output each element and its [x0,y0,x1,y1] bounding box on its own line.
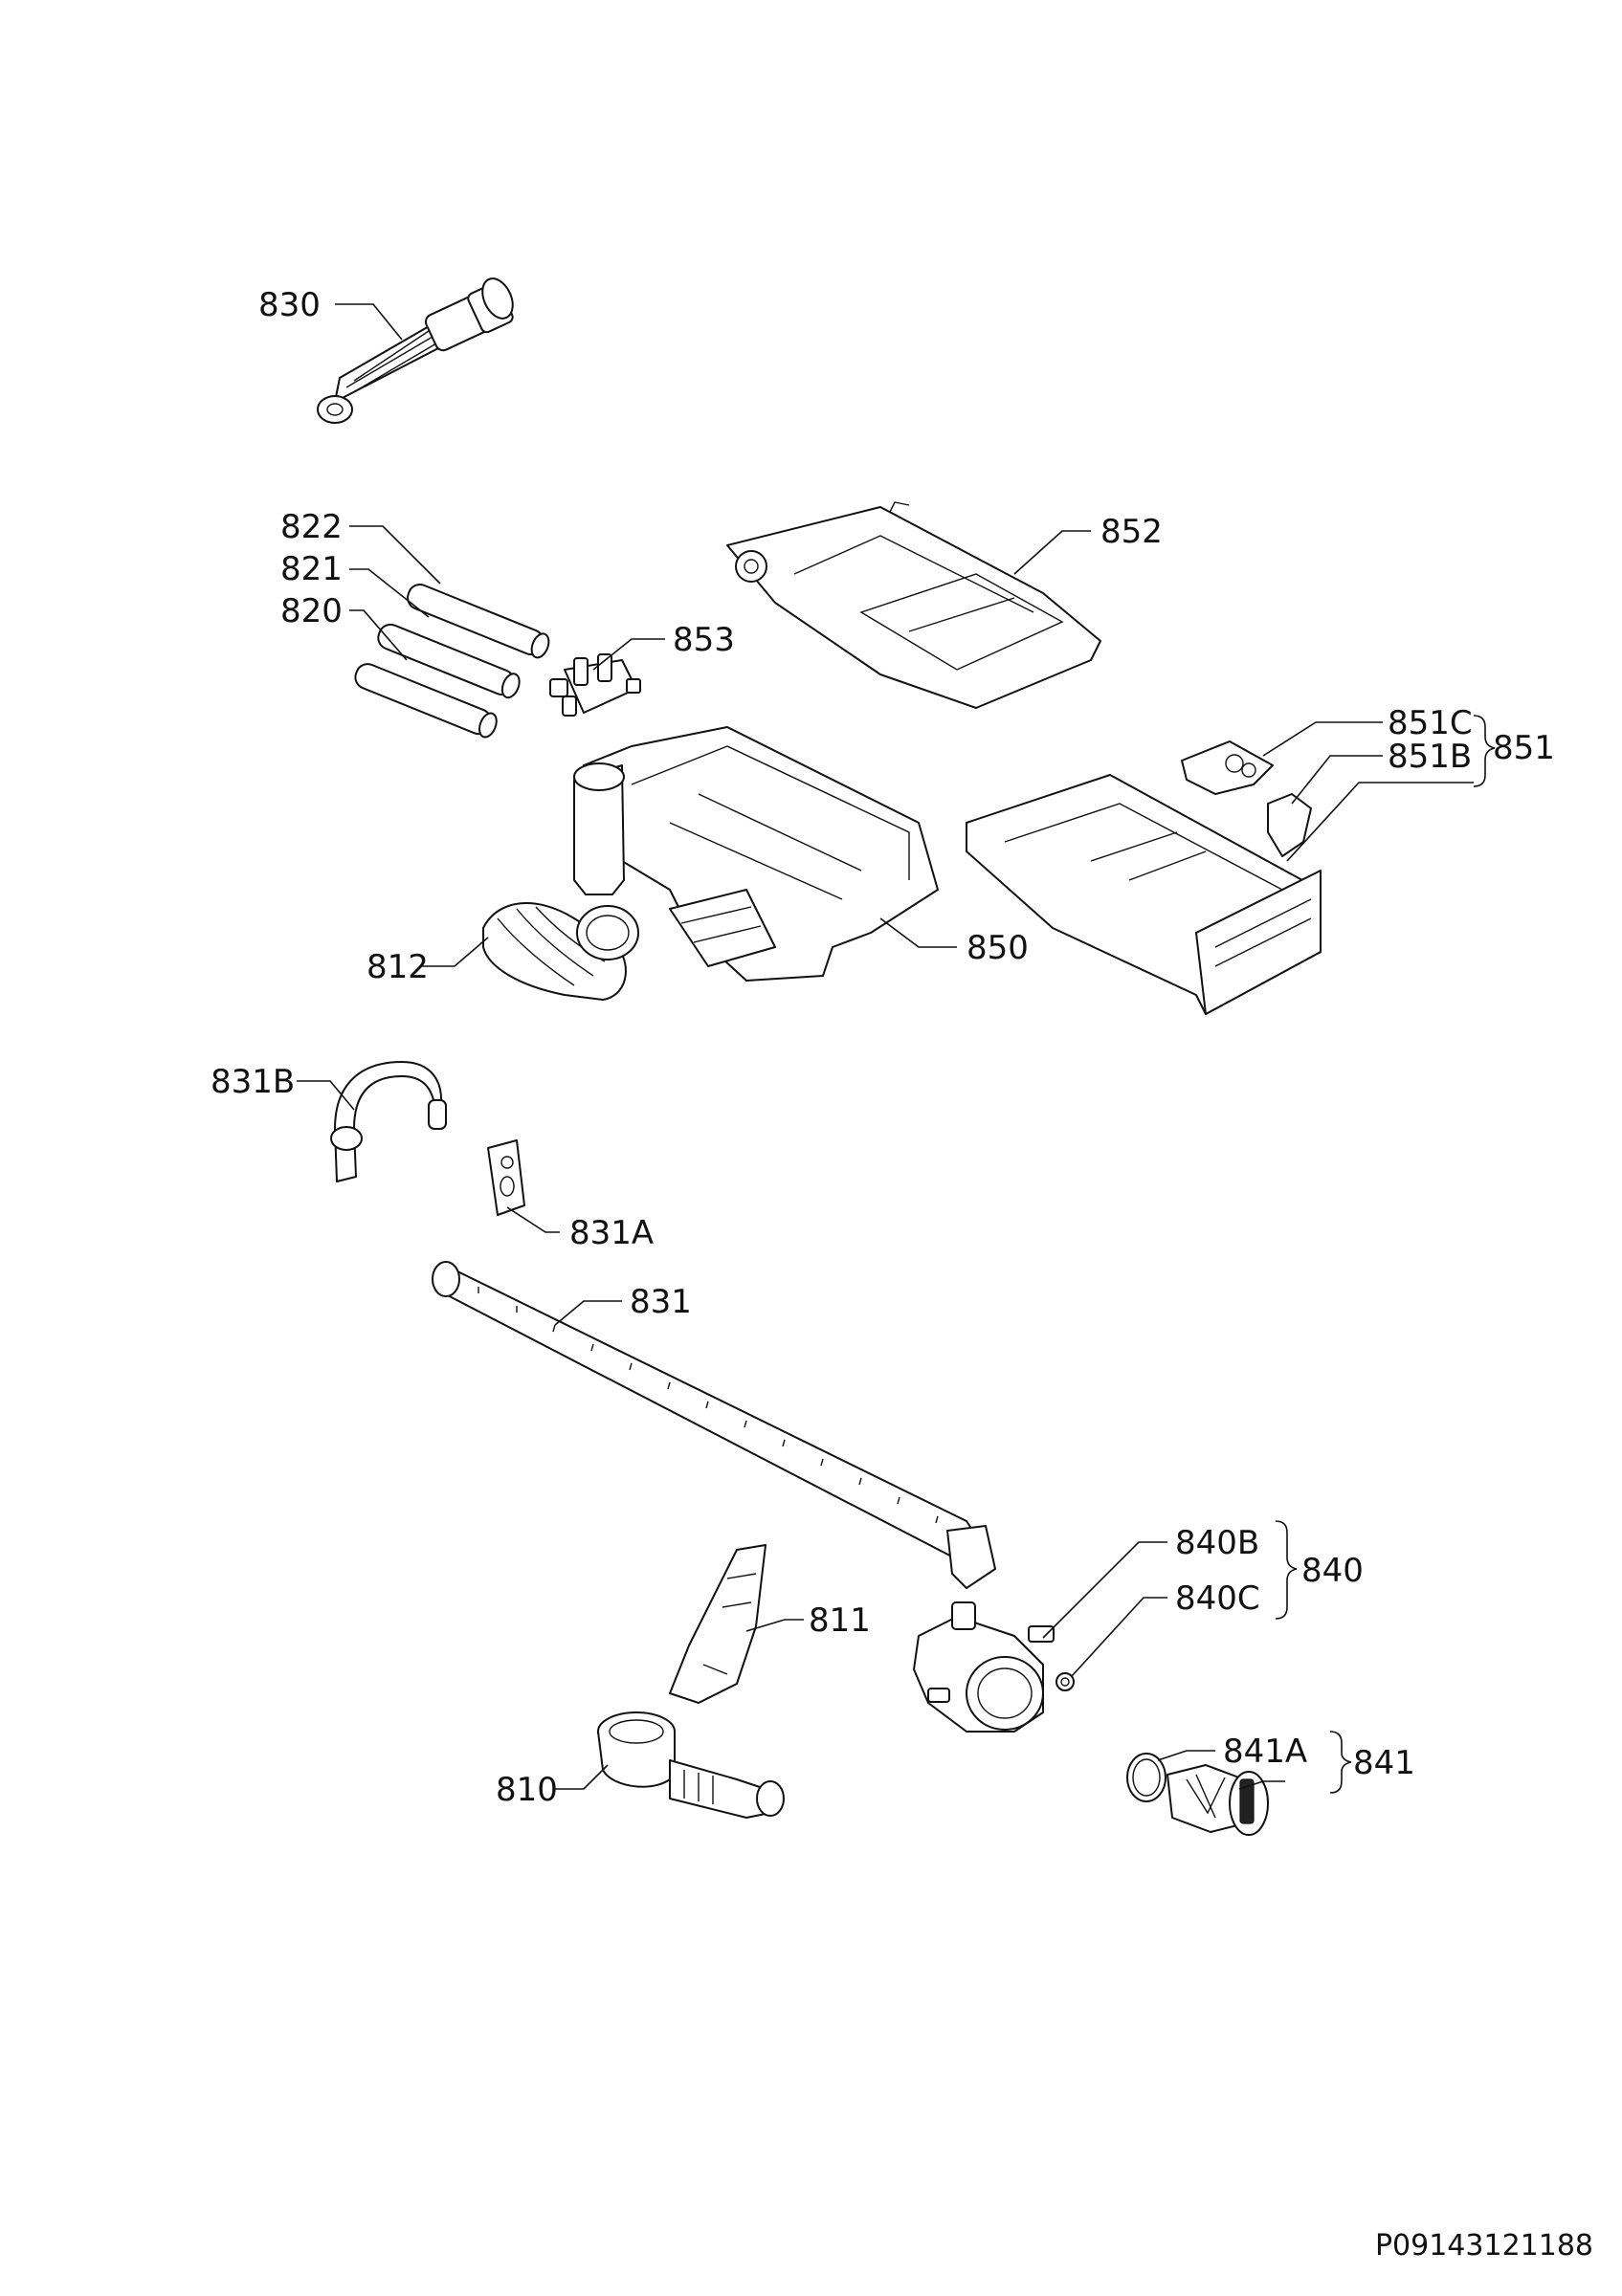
part-812-bellows-hose [482,902,639,1001]
label-831: 831 [630,1283,692,1321]
leader-840C [1071,1597,1167,1677]
part-851C-siphon-cover [1181,740,1274,795]
leader-853 [592,638,665,671]
part-labels: 830 822 821 820 853 852 851C 851B 851 81… [211,286,1555,1809]
part-853-valve [549,653,641,717]
label-831B: 831B [211,1063,295,1101]
leader-851C [1262,721,1383,757]
brace-841 [1329,1731,1352,1794]
label-841A: 841A [1223,1733,1307,1771]
leader-830 [335,303,403,341]
label-812: 812 [367,948,429,986]
label-830: 830 [258,286,321,324]
label-820: 820 [280,592,343,630]
label-822: 822 [280,508,343,546]
part-831B-hose-hook [330,1061,447,1182]
leader-811 [745,1619,804,1632]
part-851B-clip [1267,793,1312,857]
label-831A: 831A [569,1214,654,1252]
part-830-inlet-hose [317,277,514,424]
leader-820 [349,609,408,661]
leader-851B [1291,755,1383,805]
parts-820-822-tubes [354,583,550,739]
part-810-sump-hose [597,1711,785,1819]
label-840: 840 [1301,1552,1364,1590]
leader-831 [554,1300,622,1326]
leader-831B [297,1080,355,1111]
leader-812 [421,937,489,967]
label-851: 851 [1493,729,1555,767]
label-841: 841 [1353,1744,1415,1782]
part-831A-bracket [487,1139,525,1216]
part-841-pump-filter [1167,1764,1269,1836]
brace-851 [1473,715,1496,787]
part-852-dispenser-lid [726,501,1101,709]
label-853: 853 [673,621,735,659]
label-852: 852 [1100,513,1163,551]
leader-841A [1157,1750,1215,1761]
leader-851 [1286,782,1474,862]
reference-code: P09143121188 [1375,2229,1593,2263]
label-840C: 840C [1175,1579,1260,1618]
label-851B: 851B [1388,738,1472,776]
leader-822 [349,525,441,585]
brace-840 [1275,1520,1298,1620]
label-840B: 840B [1175,1524,1259,1562]
leader-831A [506,1206,560,1233]
label-850: 850 [967,929,1029,967]
leader-852 [1013,530,1091,575]
part-850-dispenser-housing [573,726,939,982]
leader-810 [555,1764,609,1790]
group-braces [1275,715,1496,1794]
label-821: 821 [280,550,343,588]
part-811-hose [669,1544,767,1704]
part-831-drain-hose [432,1261,996,1589]
part-841A-o-ring [1126,1753,1167,1802]
part-840C-ring [1055,1672,1075,1691]
leader-840B [1042,1541,1167,1639]
leader-lines [297,303,1474,1790]
label-811: 811 [809,1601,871,1640]
label-851C: 851C [1388,704,1473,742]
part-840-drain-pump [913,1601,1055,1733]
label-810: 810 [496,1771,558,1809]
leader-841 [1238,1780,1285,1790]
leader-850 [879,917,957,948]
leader-821 [349,568,430,618]
part-851-detergent-drawer [966,774,1322,1015]
